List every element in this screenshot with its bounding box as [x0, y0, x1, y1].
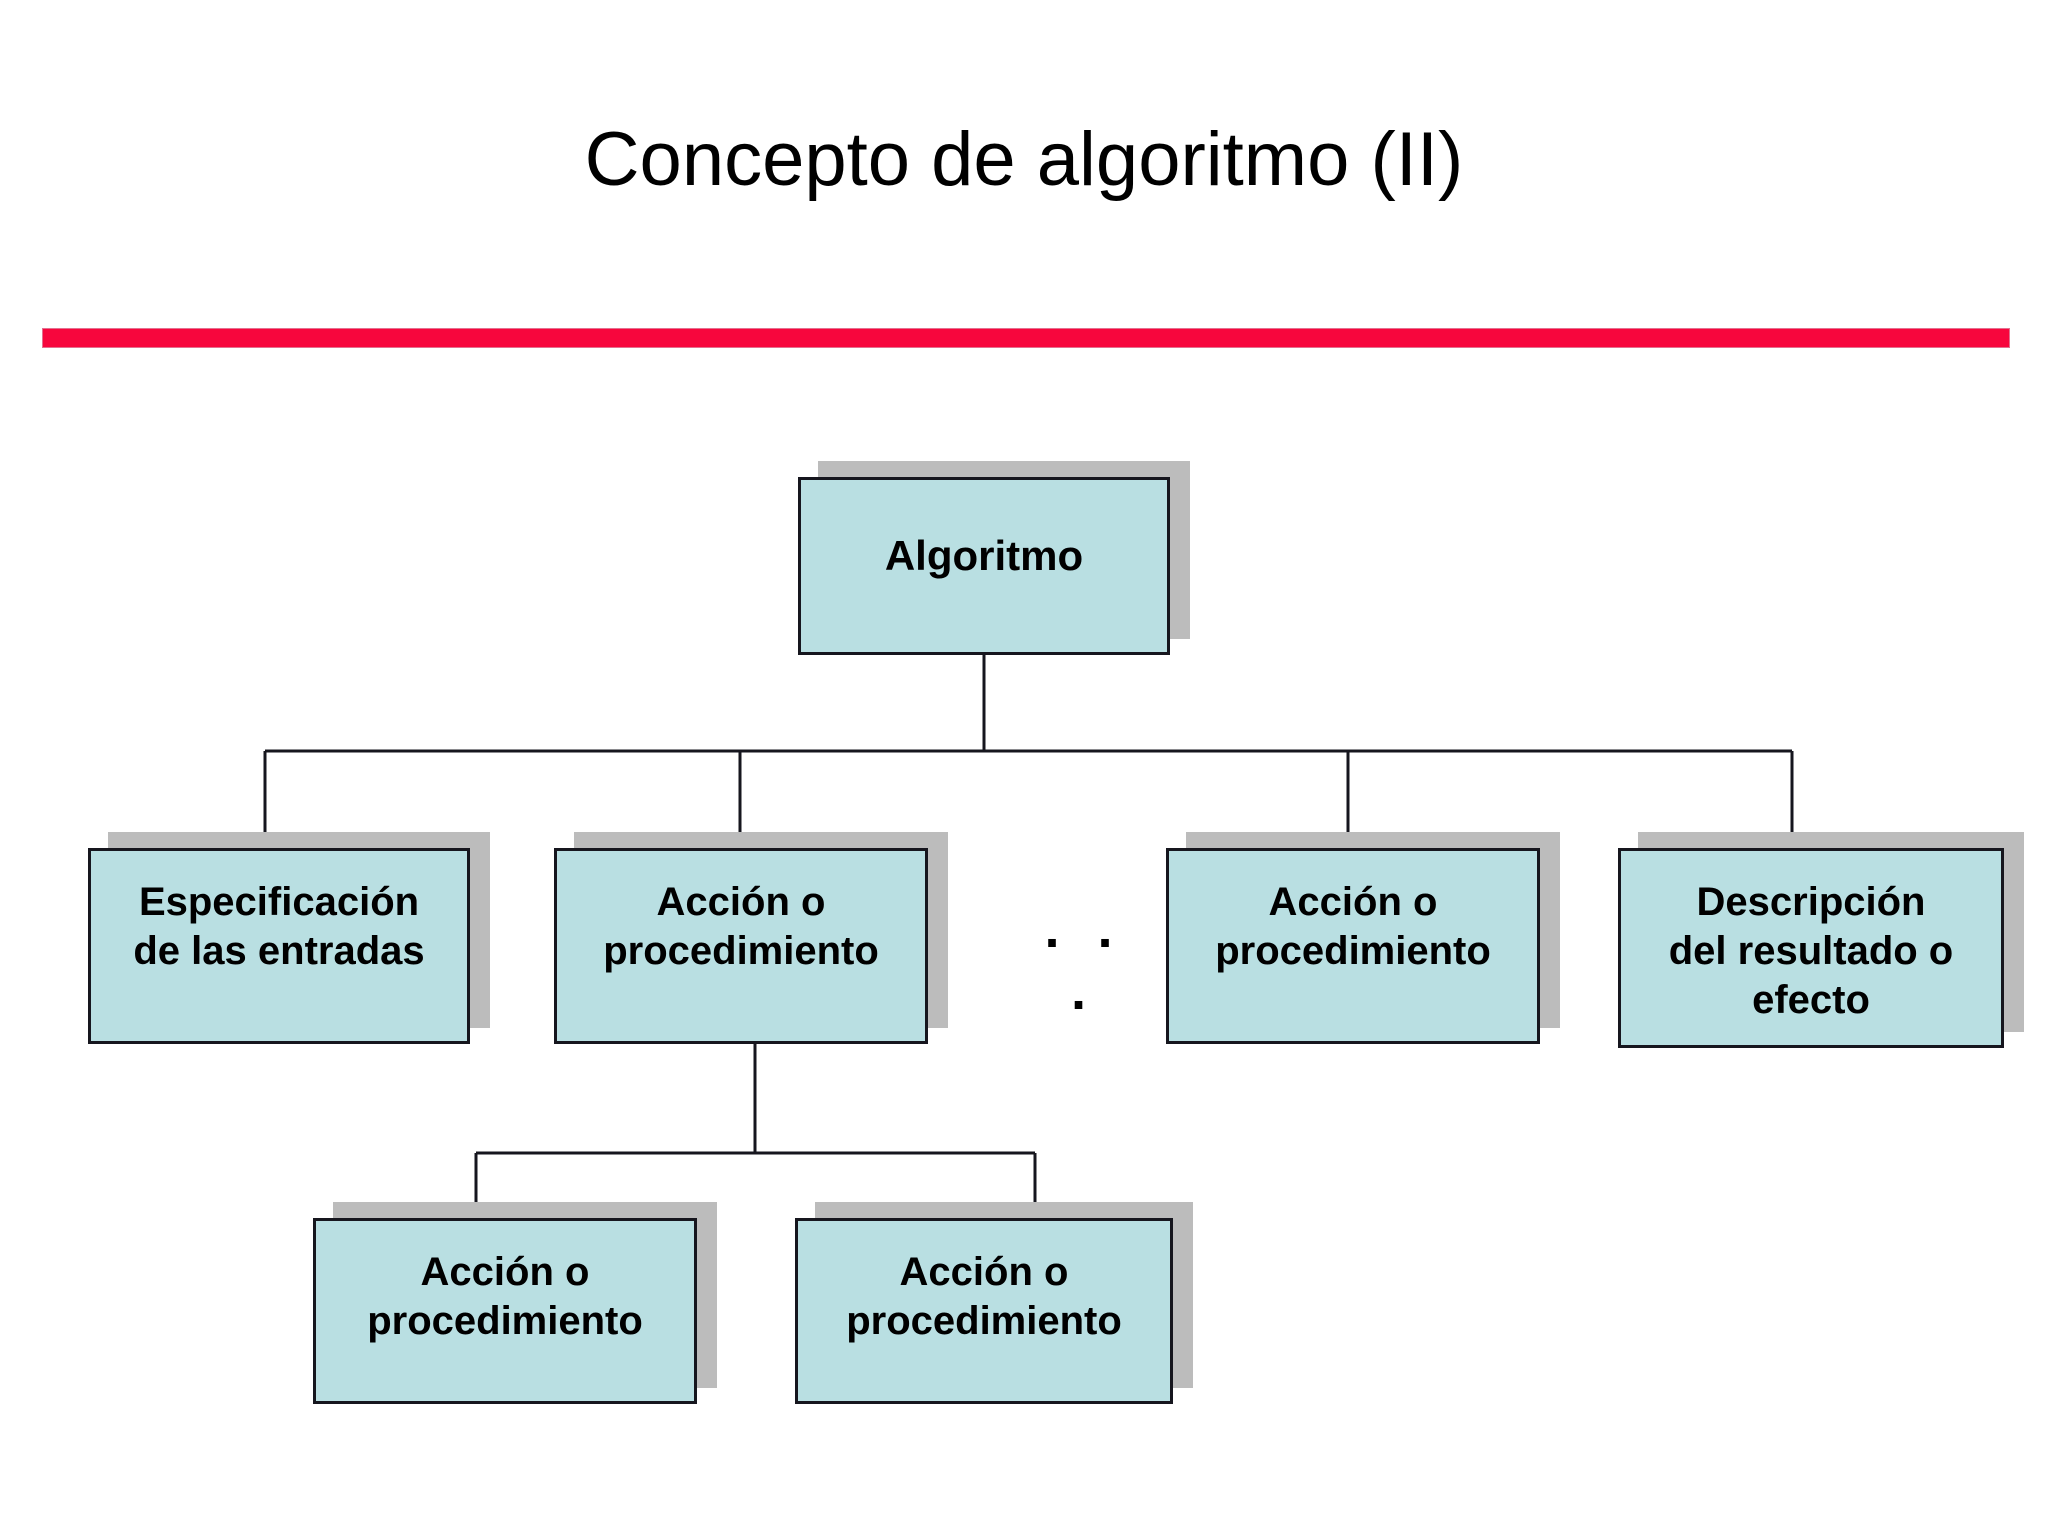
node-label: Descripción del resultado o efecto	[1668, 880, 1954, 1022]
node-label: Acción o procedimiento	[603, 880, 879, 973]
node-accion-procedimiento-2[interactable]: Acción o procedimiento	[1166, 832, 1560, 1044]
node-label: Acción o procedimiento	[367, 1250, 643, 1343]
node-descripcion-resultado[interactable]: Descripción del resultado o efecto	[1618, 832, 2024, 1048]
ellipsis-indicator: · · ·	[1044, 913, 1126, 1035]
node-label: Algoritmo	[884, 532, 1084, 579]
node-label: Especificación de las entradas	[133, 880, 425, 973]
node-face	[313, 1218, 697, 1404]
node-face	[795, 1218, 1173, 1404]
node-face	[798, 477, 1170, 655]
node-accion-procedimiento-4[interactable]: Acción o procedimiento	[795, 1202, 1193, 1404]
node-especificacion-entradas[interactable]: Especificación de las entradas	[88, 832, 490, 1044]
node-face	[1618, 848, 2004, 1048]
node-accion-procedimiento-3[interactable]: Acción o procedimiento	[313, 1202, 717, 1404]
page-title: Concepto de algoritmo (II)	[584, 117, 1464, 202]
node-label: Acción o procedimiento	[846, 1250, 1122, 1343]
node-accion-procedimiento-1[interactable]: Acción o procedimiento	[554, 832, 948, 1044]
node-algoritmo[interactable]: Algoritmo	[798, 461, 1190, 655]
node-face	[88, 848, 470, 1044]
node-face	[1166, 848, 1540, 1044]
node-face	[554, 848, 928, 1044]
title-divider-rule	[42, 328, 2010, 348]
node-label: Acción o procedimiento	[1215, 880, 1491, 973]
